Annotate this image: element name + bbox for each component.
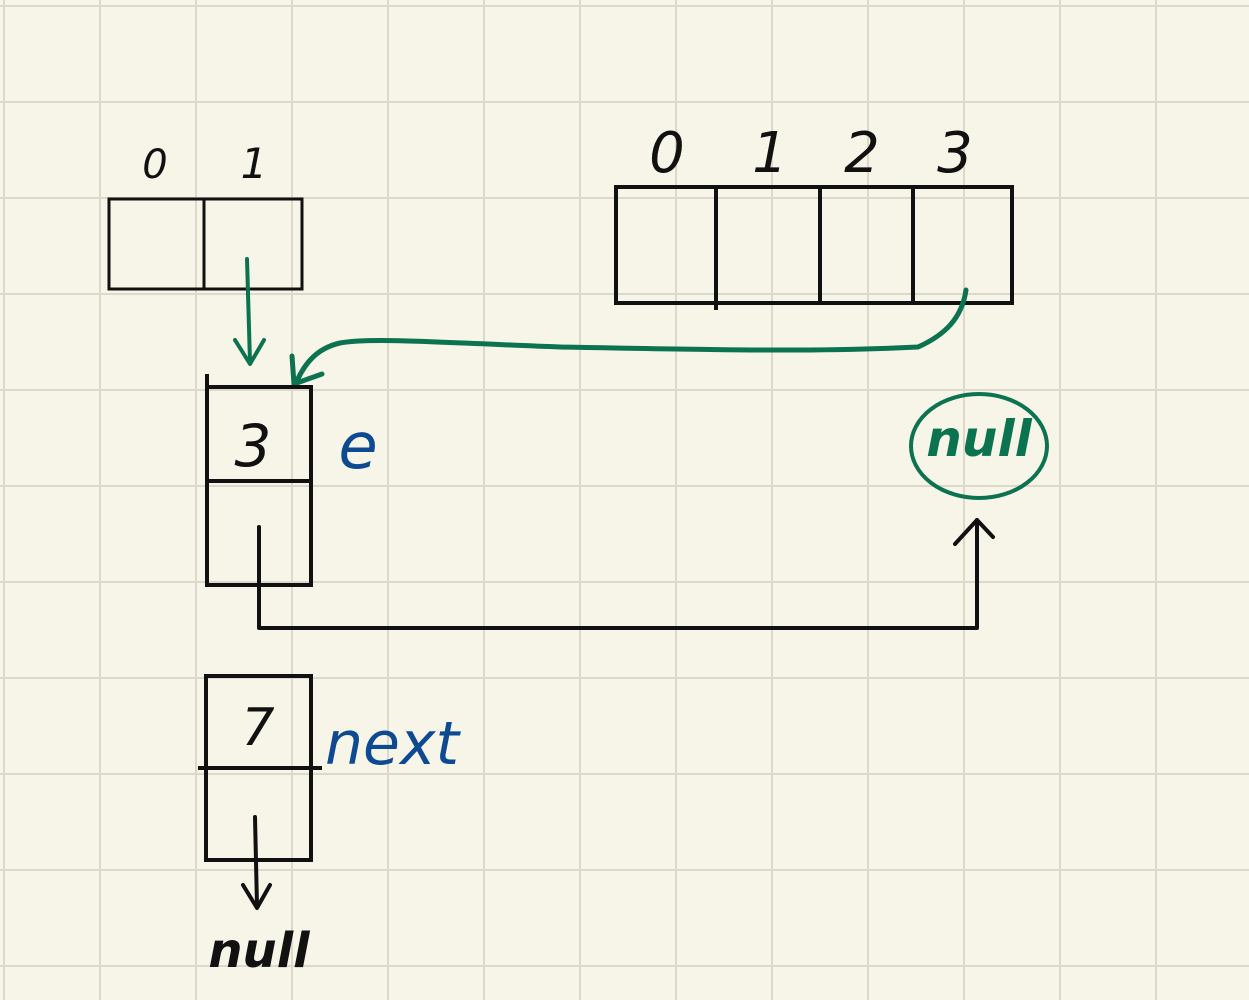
new-table-bucket-2 [818, 185, 915, 305]
new-table-index-1: 1 [752, 121, 788, 186]
new-table-bucket-3 [911, 185, 1014, 305]
old-bucket-to-e-arrow [233, 257, 266, 366]
null-circle [909, 392, 1049, 500]
next-next-pointer [241, 815, 272, 910]
old-table: 0 1 [107, 139, 304, 291]
node-next: 7 next [198, 674, 461, 862]
new-table-index-2: 2 [844, 121, 880, 186]
node-e-value: 3 [235, 412, 272, 480]
node-e-label: e [338, 410, 377, 484]
old-table-index-0: 0 [142, 142, 167, 188]
old-table-bucket-1 [202, 197, 304, 291]
null-bottom-label: null [208, 923, 310, 979]
node-next-value: 7 [241, 698, 274, 758]
new-table-bucket-0 [614, 185, 718, 305]
new-table-index-3: 3 [937, 121, 973, 186]
e-next-pointer [257, 518, 995, 630]
old-table-index-1: 1 [241, 139, 268, 188]
old-table-bucket-0 [107, 197, 206, 291]
new-table-index-0: 0 [649, 121, 685, 186]
node-next-label: next [325, 709, 461, 779]
node-next-next-cell [204, 766, 313, 862]
new-bucket-to-e-arrow [289, 287, 969, 387]
new-table: 0 1 2 3 [614, 121, 1014, 310]
circled-null: null [909, 392, 1049, 500]
null-circled-label: null [926, 410, 1032, 468]
new-table-bucket-1 [714, 185, 822, 305]
